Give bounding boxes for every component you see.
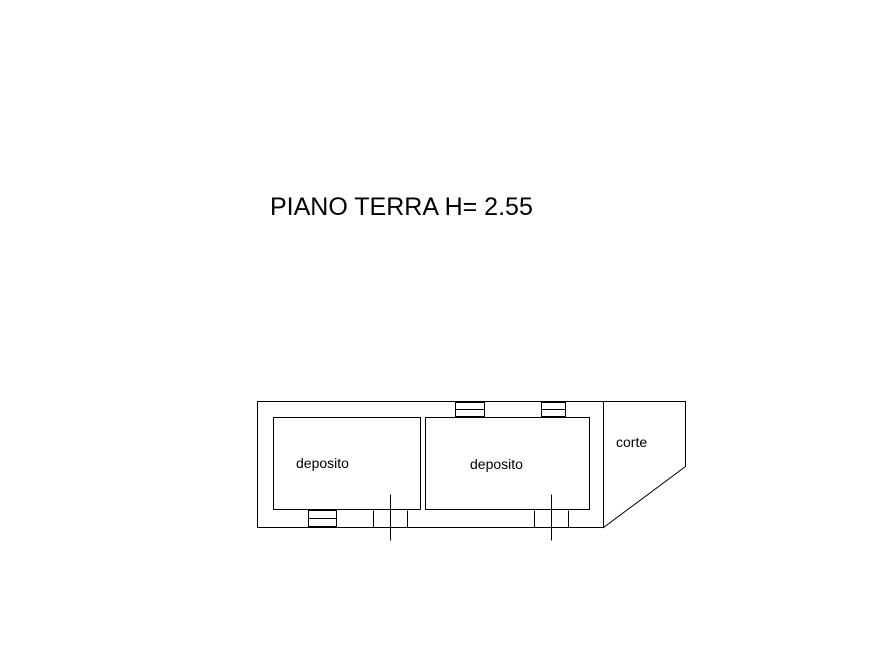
room-deposito-1 <box>273 417 421 510</box>
room-deposito-2 <box>425 417 590 510</box>
window-top-2 <box>541 402 566 417</box>
door-bottom-2 <box>534 494 569 541</box>
room-label-corte: corte <box>616 434 647 450</box>
door-bottom-1 <box>373 494 408 541</box>
window-bottom-1 <box>308 510 337 527</box>
window-top-1 <box>455 402 485 417</box>
plan-title: PIANO TERRA H= 2.55 <box>270 193 533 221</box>
courtyard-outline <box>603 401 686 529</box>
room-label-deposito-1: deposito <box>296 455 349 471</box>
room-label-deposito-2: deposito <box>470 456 523 472</box>
